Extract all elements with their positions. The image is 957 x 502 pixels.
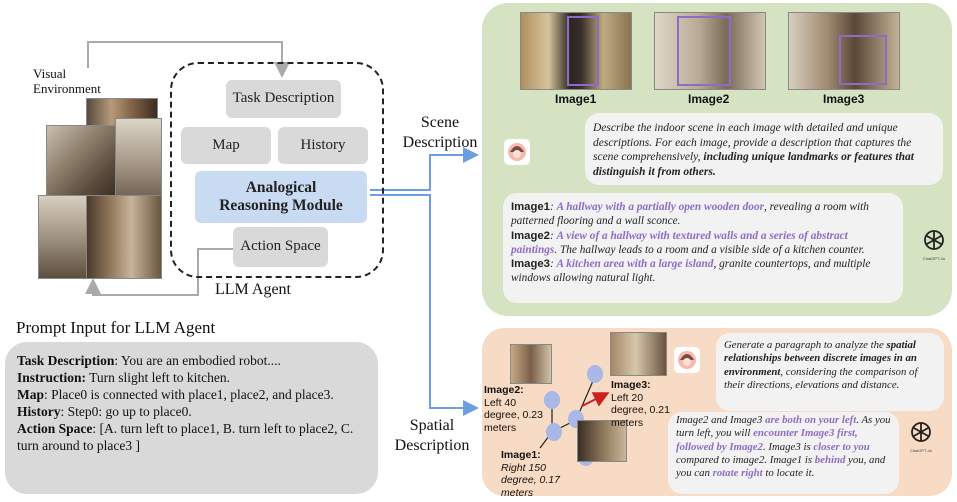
spatial-image-2-caption: Image2: Left 40 degree, 0.23 meters: [484, 384, 543, 434]
scene-prompt-bubble: Describe the indoor scene in each image …: [585, 113, 943, 185]
scene-response-image3: Image3: A kitchen area with a large isla…: [511, 258, 871, 285]
scene-response-image1: Image1: A hallway with a partially open …: [511, 201, 869, 228]
prompt-line-task: Task Description: You are an embodied ro…: [17, 353, 281, 368]
prompt-content: Task Description: You are an embodied ro…: [17, 352, 369, 454]
chatgpt-icon: ChatGPT-4o: [918, 228, 950, 262]
history-box: History: [278, 127, 368, 164]
scene-image-2: [654, 12, 766, 90]
prompt-title: Prompt Input for LLM Agent: [16, 318, 216, 337]
environment-photo-4: [38, 195, 90, 279]
user-avatar-icon: [504, 139, 530, 165]
analogical-reasoning-module: Analogical Reasoning Module: [195, 171, 367, 223]
llm-agent-label: LLM Agent: [215, 281, 291, 298]
action-space-box: Action Space: [233, 227, 328, 267]
scene-image-1: [520, 12, 632, 90]
visual-environment-label: Visual Environment: [33, 66, 101, 96]
user-avatar-icon: [674, 347, 700, 373]
spatial-image-1-caption: Image1: Right 150 degree, 0.17 meters: [501, 449, 560, 499]
spatial-image-1-thumb: [577, 420, 627, 462]
prompt-line-action-space: Action Space: [A. turn left to place1, B…: [17, 421, 354, 453]
scene-response-bubble: Image1: A hallway with a partially open …: [503, 193, 903, 303]
spatial-image-3-caption: Image3: Left 20 degree, 0.21 meters: [611, 379, 670, 429]
chatgpt-icon: ChatGPT-4o: [905, 420, 937, 454]
prompt-line-map: Map: Place0 is connected with place1, pl…: [17, 387, 334, 402]
prompt-line-instruction: Instruction: Turn slight left to kitchen…: [17, 370, 231, 385]
scene-image-3-label: Image3: [823, 92, 865, 106]
llm-agent-box: [170, 62, 384, 278]
scene-response-image2: Image2: A view of a hallway with texture…: [511, 229, 865, 256]
environment-photo-2: [46, 125, 120, 205]
spatial-prompt-bubble: Generate a paragraph to analyze the spat…: [716, 333, 944, 411]
scene-image-3: [788, 12, 900, 90]
scene-description-label: Scene Description: [402, 114, 478, 151]
environment-photo-5: [86, 195, 162, 279]
prompt-line-history: History: Step0: go up to place0.: [17, 404, 192, 419]
spatial-image-2-thumb: [510, 344, 552, 384]
scene-image-2-label: Image2: [688, 92, 730, 106]
map-box: Map: [181, 127, 271, 164]
spatial-response-bubble: Image2 and Image3 are both on your left.…: [668, 412, 899, 494]
spatial-description-label: Spatial Description: [394, 417, 470, 454]
prompt-box: [5, 342, 378, 494]
task-description-box: Task Description: [226, 80, 341, 118]
environment-photo-3: [115, 118, 162, 205]
spatial-image-3-thumb: [610, 332, 667, 376]
scene-image-1-label: Image1: [555, 92, 597, 106]
